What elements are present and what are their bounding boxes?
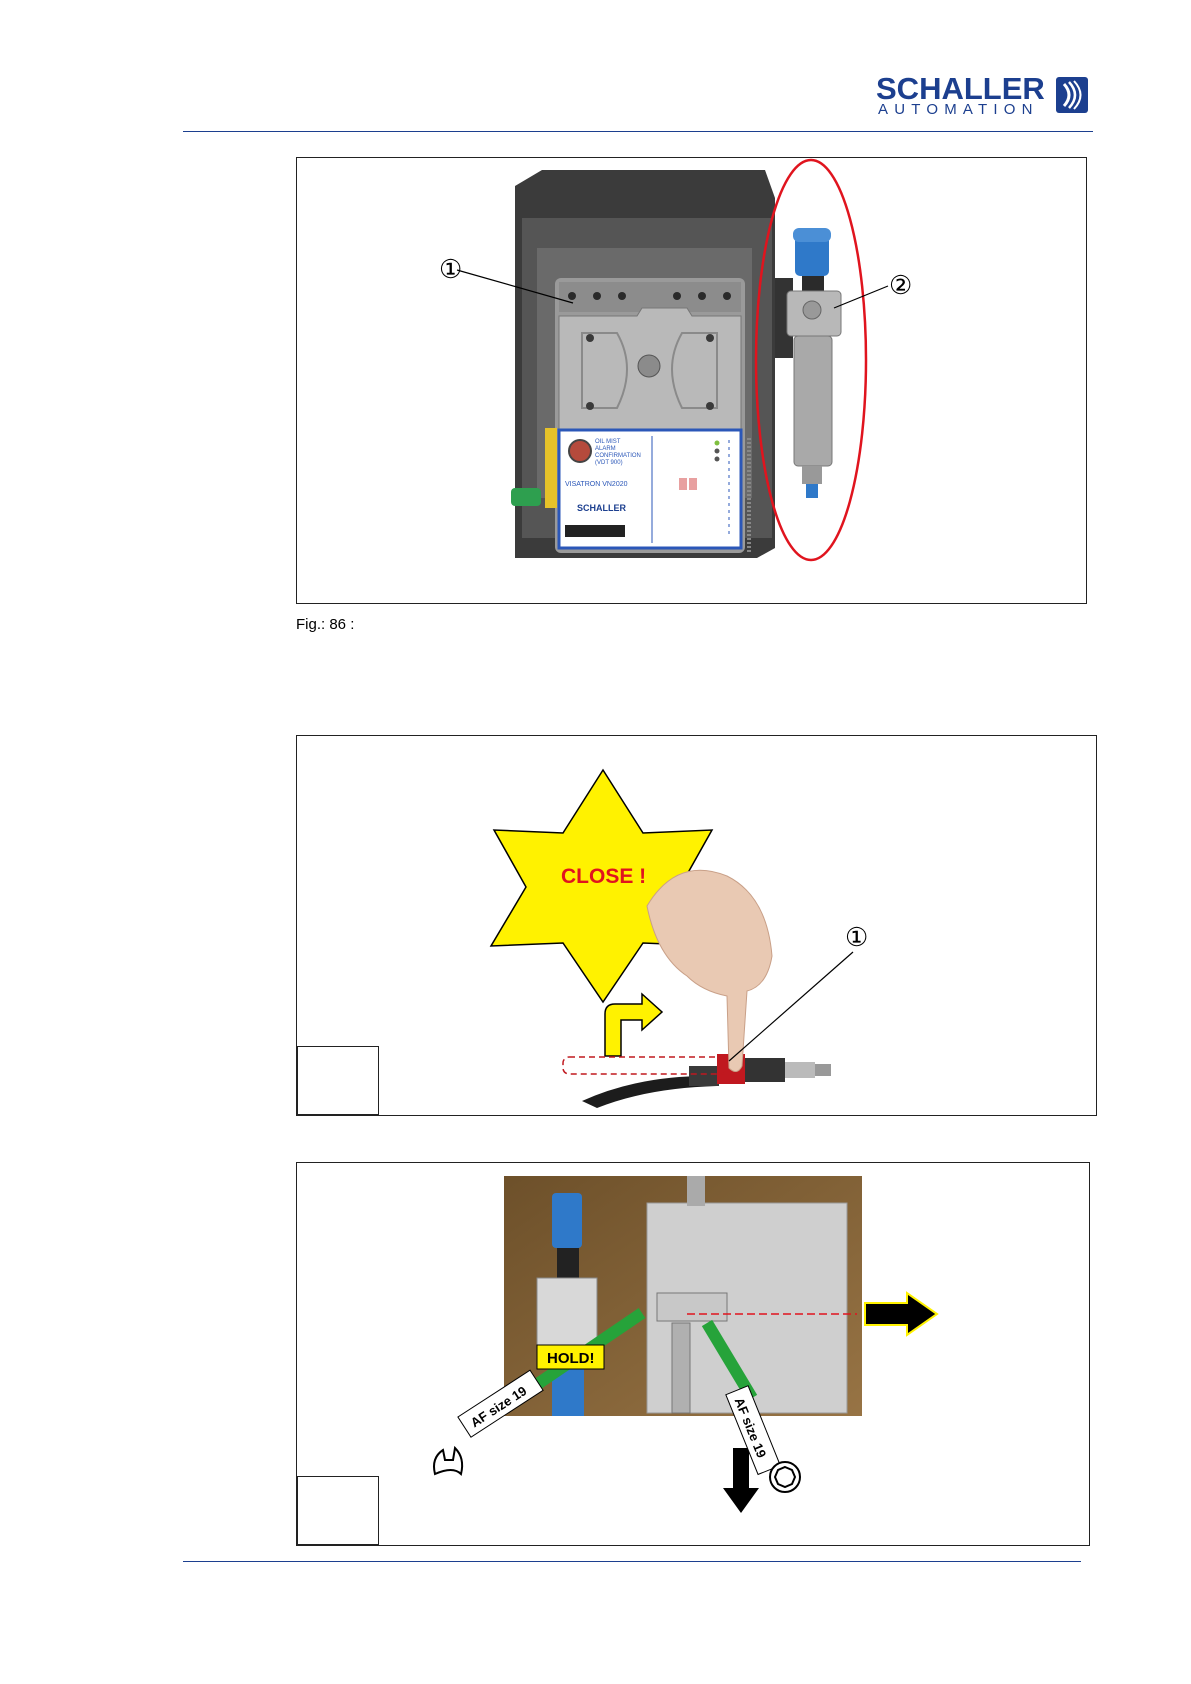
regulator-knob: [552, 1193, 582, 1248]
remove-fitting-illustration: HOLD! AF size 19 AF size 19: [297, 1163, 1089, 1545]
remove-fitting-frame: HOLD! AF size 19 AF size 19: [296, 1162, 1090, 1546]
filter-bowl: [794, 336, 832, 466]
footer-rule: [183, 1561, 1081, 1562]
alarm-confirm-button: [569, 440, 591, 462]
open-wrench-icon: [434, 1448, 462, 1474]
label-line-3: CONFIRMATION: [595, 453, 641, 459]
callout-1: ①: [845, 922, 868, 952]
ring-spanner-icon: [770, 1462, 800, 1492]
barcode: [565, 525, 625, 537]
step-number-box: [297, 1046, 379, 1115]
step-number-box: [297, 1476, 379, 1545]
figure-86-frame: OIL MIST ALARM CONFIRMATION (VDT 900) VI…: [296, 157, 1087, 604]
green-connector: [511, 488, 541, 506]
label-line-2: ALARM: [595, 446, 616, 452]
logo-subtitle: AUTOMATION: [878, 102, 1039, 118]
close-direction-arrow: [605, 994, 662, 1056]
callout-1: ①: [439, 254, 462, 284]
label-line-4: (VDT 900): [595, 460, 623, 466]
schaller-logo-icon: [1055, 76, 1089, 114]
close-valve-illustration: CLOSE ! ①: [297, 736, 1096, 1115]
close-text: CLOSE !: [561, 865, 646, 888]
callout-2: ②: [889, 270, 912, 300]
label-model: VISATRON VN2020: [565, 481, 628, 488]
close-valve-frame: CLOSE ! ①: [296, 735, 1097, 1116]
header-rule: [183, 131, 1093, 132]
pull-right-arrow: [865, 1293, 937, 1335]
hand: [647, 870, 772, 1071]
figure-86-illustration: OIL MIST ALARM CONFIRMATION (VDT 900) VI…: [297, 158, 1086, 603]
figure-caption: Fig.: 86 :: [296, 616, 354, 634]
hold-label: HOLD!: [547, 1350, 595, 1367]
label-line-1: OIL MIST: [595, 439, 621, 445]
label-brand: SCHALLER: [577, 503, 626, 513]
